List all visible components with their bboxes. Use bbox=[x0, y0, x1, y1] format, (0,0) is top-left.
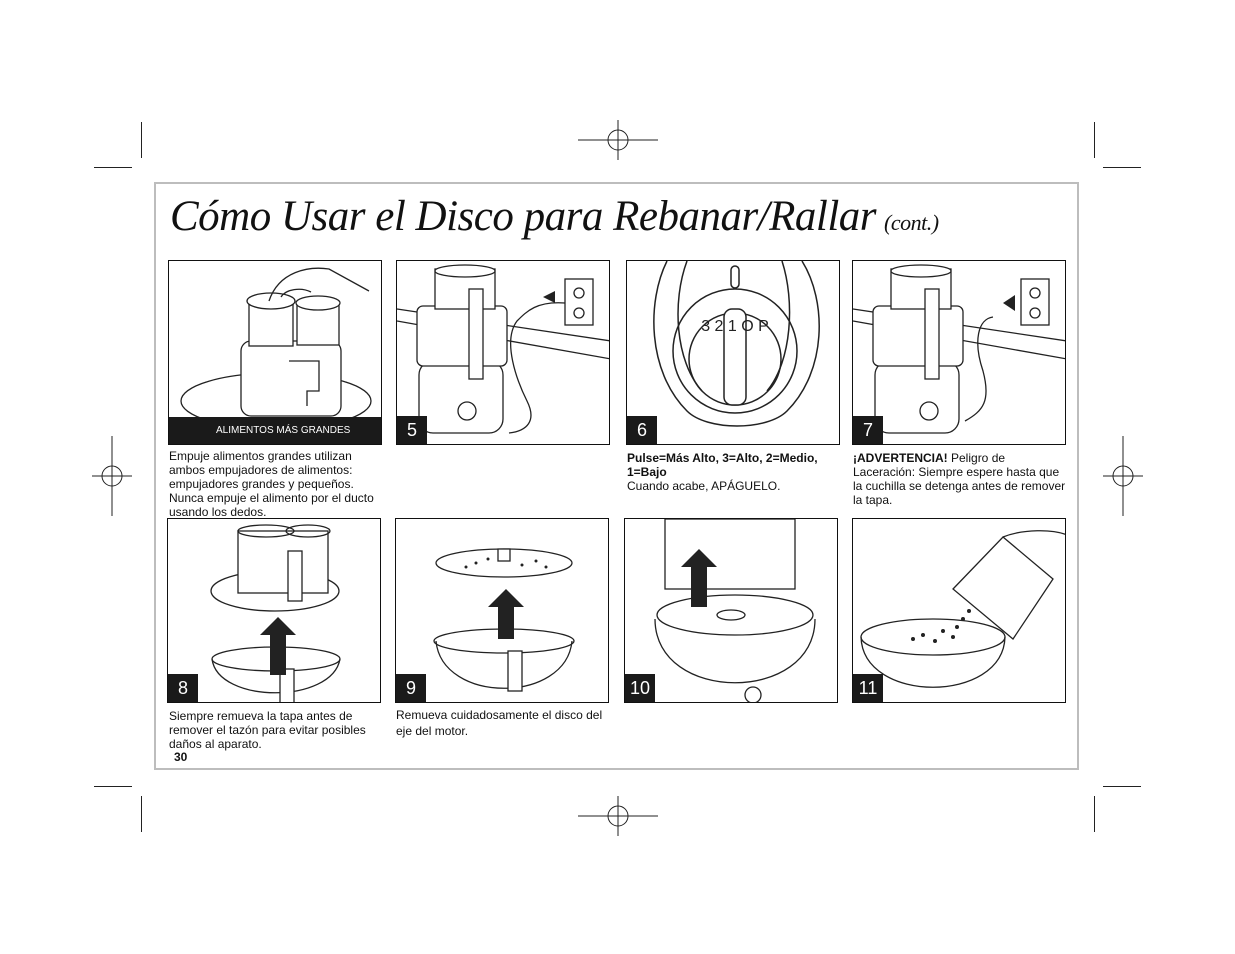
caption-large-food: Empuje alimentos grandes utilizan ambos … bbox=[169, 449, 374, 519]
illustration-pour-food bbox=[860, 530, 1065, 688]
step-number-5: 5 bbox=[397, 416, 427, 444]
dial-marks: 3 2 1 O P bbox=[701, 318, 769, 335]
illustration-unplug bbox=[853, 264, 1065, 434]
illustration-speed-dial: 3 2 1 O P bbox=[653, 261, 820, 427]
registration-mark-top bbox=[578, 120, 658, 160]
panel-step-5: 5 bbox=[396, 260, 610, 445]
panel-step-11: 11 bbox=[852, 518, 1066, 703]
step-number-6: 6 bbox=[627, 416, 657, 444]
panel-step-7: 7 bbox=[852, 260, 1066, 445]
illustration-food-pushers bbox=[180, 267, 372, 430]
step-number-11: 11 bbox=[853, 674, 883, 702]
large-food-label: ALIMENTOS MÁS GRANDES bbox=[169, 417, 381, 444]
panel-step-9: 9 bbox=[395, 518, 609, 703]
page-frame bbox=[154, 182, 1079, 770]
caption-step-8: Siempre remueva la tapa antes de remover… bbox=[169, 709, 366, 751]
caption-step-7: ¡ADVERTENCIA! Peligro de Laceración: Sie… bbox=[853, 451, 1066, 507]
panel-step-6: 3 2 1 O P 6 bbox=[626, 260, 840, 445]
step-number-8: 8 bbox=[168, 674, 198, 702]
illustration-remove-lid bbox=[210, 524, 341, 702]
panel-step-10: 10 bbox=[624, 518, 838, 703]
illustration-remove-disc bbox=[433, 548, 575, 692]
registration-mark-bottom bbox=[578, 796, 658, 836]
illustration-lift-bowl bbox=[654, 519, 816, 702]
panel-step-8: 8 bbox=[167, 518, 381, 703]
caption-step-9: Remueva cuidadosamente el disco del eje … bbox=[396, 708, 603, 738]
step-number-9: 9 bbox=[396, 674, 426, 702]
registration-mark-left bbox=[92, 436, 132, 516]
title-cont: (cont.) bbox=[884, 210, 939, 235]
registration-mark-right bbox=[1103, 436, 1143, 516]
panel-large-food: ALIMENTOS MÁS GRANDES bbox=[168, 260, 382, 445]
illustration-plug-in bbox=[397, 264, 609, 434]
step-number-7: 7 bbox=[853, 416, 883, 444]
page-title: Cómo Usar el Disco para Rebanar/Rallar(c… bbox=[170, 193, 939, 240]
step-number-10: 10 bbox=[625, 674, 655, 702]
page-number: 30 bbox=[174, 750, 188, 764]
